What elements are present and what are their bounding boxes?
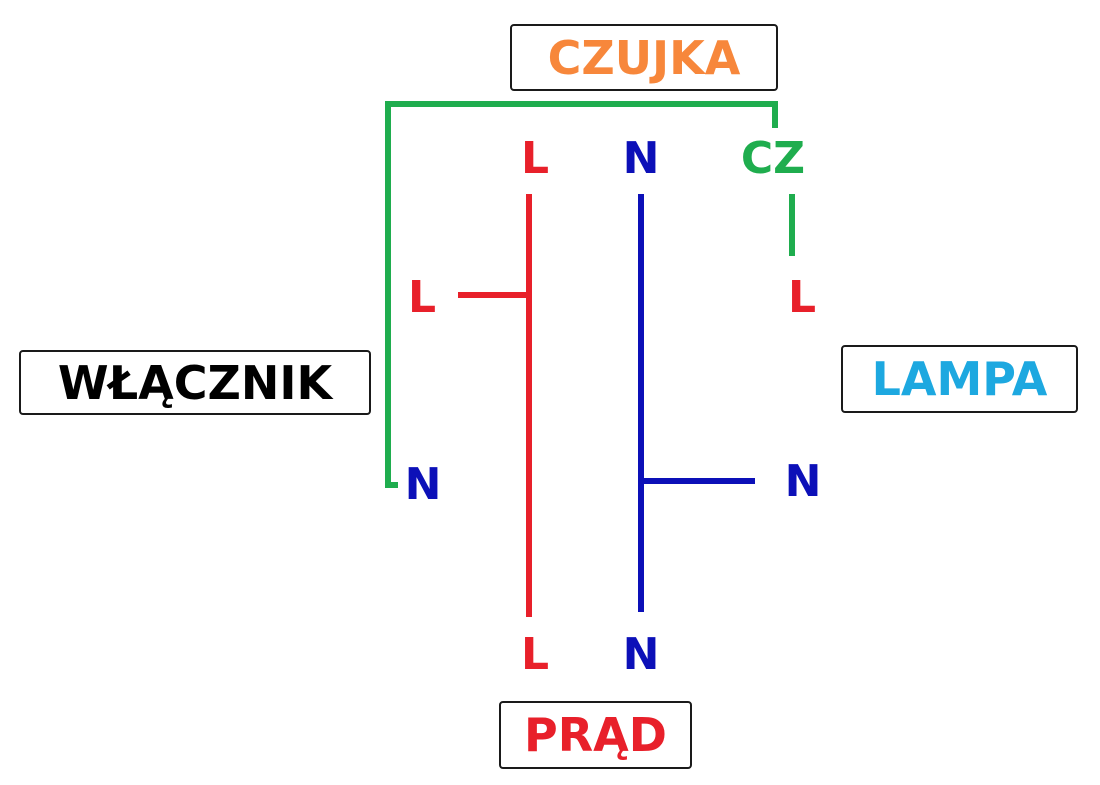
prad-terminal-l: L [520,629,550,680]
lampa-terminal-l: L [787,272,817,323]
lampa-box: LAMPA [841,345,1078,413]
wlacznik-terminal-l: L [407,272,437,323]
lampa-label: LAMPA [871,352,1048,406]
wlacznik-terminal-n: N [404,459,442,510]
czujka-terminal-l: L [520,133,550,184]
czujka-label: CZUJKA [547,30,741,85]
prad-label: PRĄD [524,708,667,762]
czujka-box: CZUJKA [510,24,778,91]
czujka-terminal-n: N [622,133,660,184]
czujka-terminal-cz: CZ [740,133,806,184]
sensor-loop-wire [385,101,778,488]
wlacznik-label: WŁĄCZNIK [57,355,333,410]
lampa-terminal-n: N [784,456,822,507]
prad-box: PRĄD [499,701,692,769]
wlacznik-box: WŁĄCZNIK [19,350,371,415]
prad-terminal-n: N [622,629,660,680]
